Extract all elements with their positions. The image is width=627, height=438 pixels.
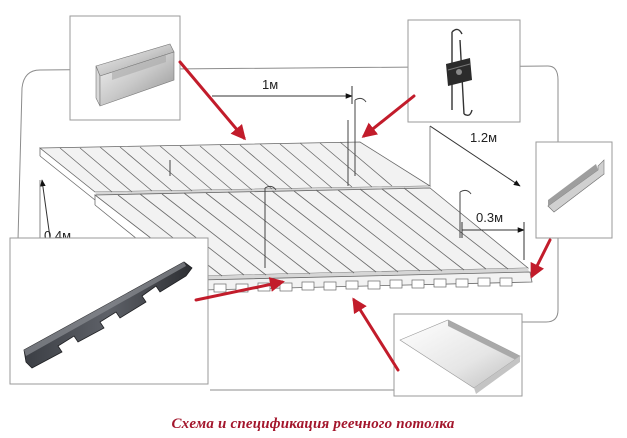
hanger-spacing-label: 1м bbox=[262, 77, 278, 92]
callout-wall-profile bbox=[69, 15, 181, 121]
comb-rail-icon bbox=[23, 261, 193, 369]
rail-spacing-label: 1.2м bbox=[470, 130, 497, 145]
callout-angle-profile bbox=[535, 141, 613, 239]
hanger-rods bbox=[169, 97, 472, 268]
callout-slat bbox=[393, 313, 523, 397]
pointer-stringer-rail bbox=[194, 277, 285, 302]
u-channel-icon bbox=[95, 43, 175, 107]
l-angle-icon bbox=[547, 159, 605, 213]
room-outline-left bbox=[17, 69, 41, 241]
diagram-caption: Схема и спецификация реечного потолка bbox=[171, 416, 454, 432]
pointer-slat bbox=[352, 297, 400, 372]
slat-panel-icon bbox=[399, 319, 521, 394]
dimension-end-offset: 0.3м bbox=[461, 210, 525, 260]
dimension-hanger-spacing: 1м bbox=[212, 77, 353, 104]
callout-stringer-rail bbox=[9, 237, 209, 385]
end-offset-label: 0.3м bbox=[476, 210, 503, 225]
hanger-clip-icon bbox=[446, 28, 473, 117]
callout-hanger bbox=[407, 19, 521, 123]
pointer-wall-profile bbox=[178, 60, 246, 141]
pointer-hanger bbox=[361, 94, 416, 138]
pointer-angle-profile bbox=[530, 238, 552, 279]
dimension-rail-spacing: 1.2м bbox=[429, 125, 521, 187]
